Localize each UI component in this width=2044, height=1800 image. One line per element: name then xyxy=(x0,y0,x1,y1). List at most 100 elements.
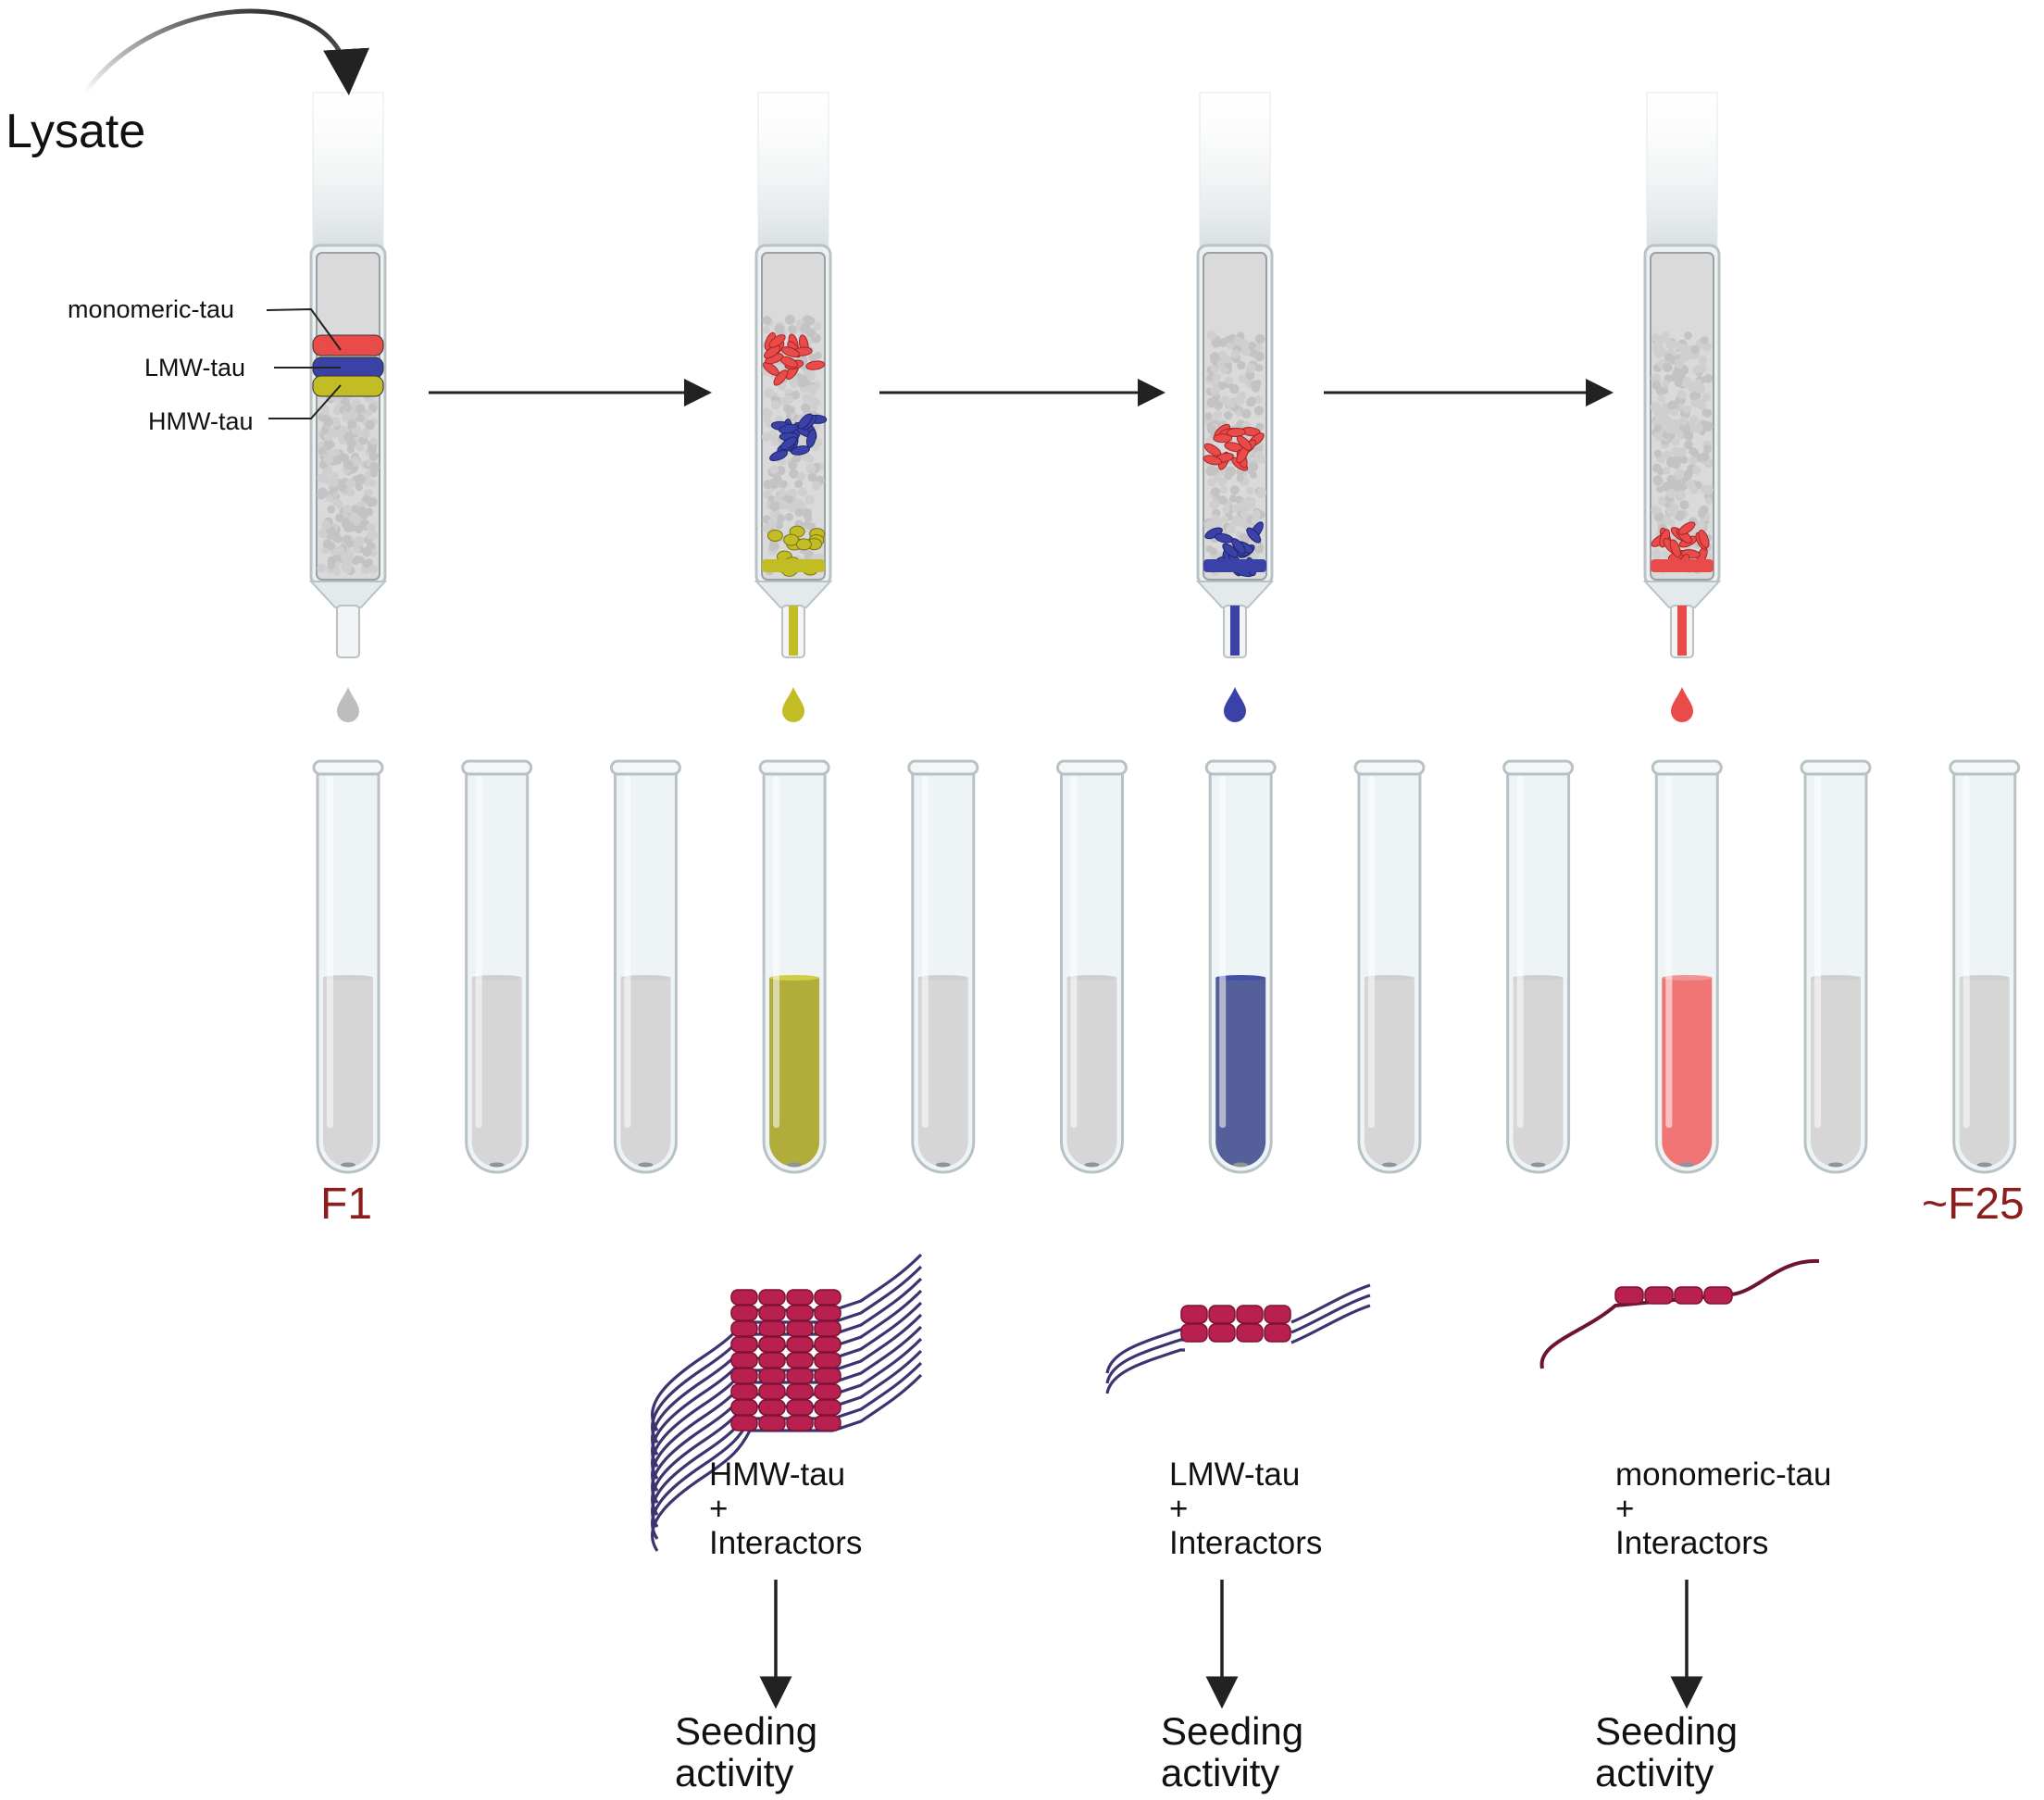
tube-highlight xyxy=(1070,776,1078,1128)
column-glass-top xyxy=(1199,92,1271,256)
tau-strand xyxy=(651,1429,833,1552)
fibril-core-segment xyxy=(730,1336,758,1353)
fibril-core-segment xyxy=(758,1368,786,1384)
tube-meniscus xyxy=(1811,975,1861,981)
fibril-core-segment xyxy=(814,1320,841,1337)
tau-strand xyxy=(832,1265,923,1324)
fibril-core-segment xyxy=(758,1336,786,1353)
tube-meniscus xyxy=(769,975,820,981)
fibril-core-segment xyxy=(730,1399,758,1416)
hmw-leader-line xyxy=(268,384,342,419)
monomeric-tau-molecule xyxy=(1539,1258,1820,1369)
fraction-tube xyxy=(1353,759,1426,1174)
hmw-name: HMW-tau xyxy=(709,1456,846,1493)
fibril-core-segment xyxy=(1208,1323,1236,1343)
hmw-molecules xyxy=(762,525,826,577)
lmw-name: LMW-tau xyxy=(1169,1456,1301,1493)
fibril-core-segment xyxy=(786,1305,814,1321)
eluate-drop xyxy=(782,687,804,722)
hmw-pool xyxy=(762,559,825,572)
tau-backbone xyxy=(1539,1258,1820,1369)
hmw-interactors: Interactors xyxy=(709,1525,863,1562)
tube-liquid xyxy=(1662,978,1713,1167)
monomeric-molecules xyxy=(1203,423,1265,471)
tube-highlight xyxy=(1814,776,1821,1128)
tube-liquid xyxy=(1364,978,1415,1167)
fibril-core-segment xyxy=(1614,1286,1644,1305)
fibril-core-segment xyxy=(814,1336,841,1353)
fibril-core-segment xyxy=(786,1368,814,1384)
tube-bottom-mark xyxy=(1530,1162,1546,1168)
fibril-core-segment xyxy=(758,1305,786,1321)
monomeric-seeding-line2: activity xyxy=(1595,1750,1714,1794)
fraction-tubes xyxy=(312,759,2021,1174)
eluate-drops xyxy=(337,687,1693,722)
tube-meniscus xyxy=(1215,975,1266,981)
tube-liquid xyxy=(323,978,373,1167)
fibril-core-segment xyxy=(814,1305,841,1321)
tau-strand xyxy=(832,1289,923,1348)
fibril-core-segment xyxy=(786,1383,814,1400)
tube-highlight xyxy=(624,776,631,1128)
tube-rim xyxy=(1651,759,1723,776)
tube-liquid xyxy=(1959,978,2010,1167)
fibril-core-segment xyxy=(730,1352,758,1369)
tau-strand xyxy=(651,1417,833,1540)
tube-highlight xyxy=(327,776,333,1128)
tube-rim xyxy=(907,759,979,776)
fibril-core-segment xyxy=(758,1415,786,1431)
tube-rim xyxy=(1056,759,1128,776)
tube-bottom-mark xyxy=(1084,1162,1100,1168)
column-outlet xyxy=(336,605,360,658)
lmw-seeding-line2: activity xyxy=(1161,1750,1280,1794)
tube-rim xyxy=(609,759,681,776)
tube-meniscus xyxy=(323,975,373,981)
fibril-core-segment xyxy=(758,1320,786,1337)
column-glass-top xyxy=(757,92,829,256)
fraction-tube xyxy=(1800,759,1872,1174)
tube-highlight xyxy=(921,776,929,1128)
hmw-seeding-line2: activity xyxy=(675,1750,794,1794)
tau-strand xyxy=(832,1301,923,1360)
fibril-core-segment xyxy=(758,1289,786,1306)
monomeric-band xyxy=(312,334,384,356)
fraction-tube xyxy=(1056,759,1128,1174)
fibril-core-segment xyxy=(758,1352,786,1369)
hmw-fibril xyxy=(651,1253,923,1552)
monomeric-interactors: Interactors xyxy=(1615,1525,1769,1562)
fibril-core-segment xyxy=(786,1415,814,1431)
chromatography-column xyxy=(1642,92,1722,658)
fibril-core-segment xyxy=(1674,1286,1703,1305)
fraction-tube xyxy=(907,759,979,1174)
eluate-drop xyxy=(1671,687,1693,722)
fibril-core-segment xyxy=(758,1383,786,1400)
tube-meniscus xyxy=(1513,975,1564,981)
lysate-curved-arrow xyxy=(82,8,369,95)
hmw-band-label: HMW-tau xyxy=(148,407,254,435)
tau-strand xyxy=(1290,1283,1371,1324)
hmw-plus: + xyxy=(709,1491,729,1528)
tau-strand xyxy=(832,1337,923,1396)
tube-meniscus xyxy=(917,975,968,981)
tube-highlight xyxy=(773,776,780,1128)
fibril-core-segment xyxy=(1180,1305,1208,1324)
fibril-core-segment xyxy=(814,1368,841,1384)
tau-strand xyxy=(832,1325,923,1384)
monomeric-molecules xyxy=(1651,521,1714,572)
fraction-tube xyxy=(609,759,681,1174)
tube-highlight xyxy=(1219,776,1227,1128)
fibril-core-segment xyxy=(1264,1323,1291,1343)
monomeric-leader-line xyxy=(266,307,342,351)
monomeric-seeding-label: Seeding activity xyxy=(1595,1710,1738,1794)
column-outlet-stream xyxy=(1230,606,1240,656)
fraction-tube xyxy=(758,759,830,1174)
monomeric-band-label: monomeric-tau xyxy=(68,295,235,323)
fibril-core-segment xyxy=(814,1383,841,1400)
tube-bottom-mark xyxy=(1679,1162,1695,1168)
tau-strand xyxy=(1105,1348,1185,1394)
fibril-core-segment xyxy=(814,1399,841,1416)
tube-liquid xyxy=(917,978,968,1167)
tau-strand xyxy=(832,1277,923,1336)
